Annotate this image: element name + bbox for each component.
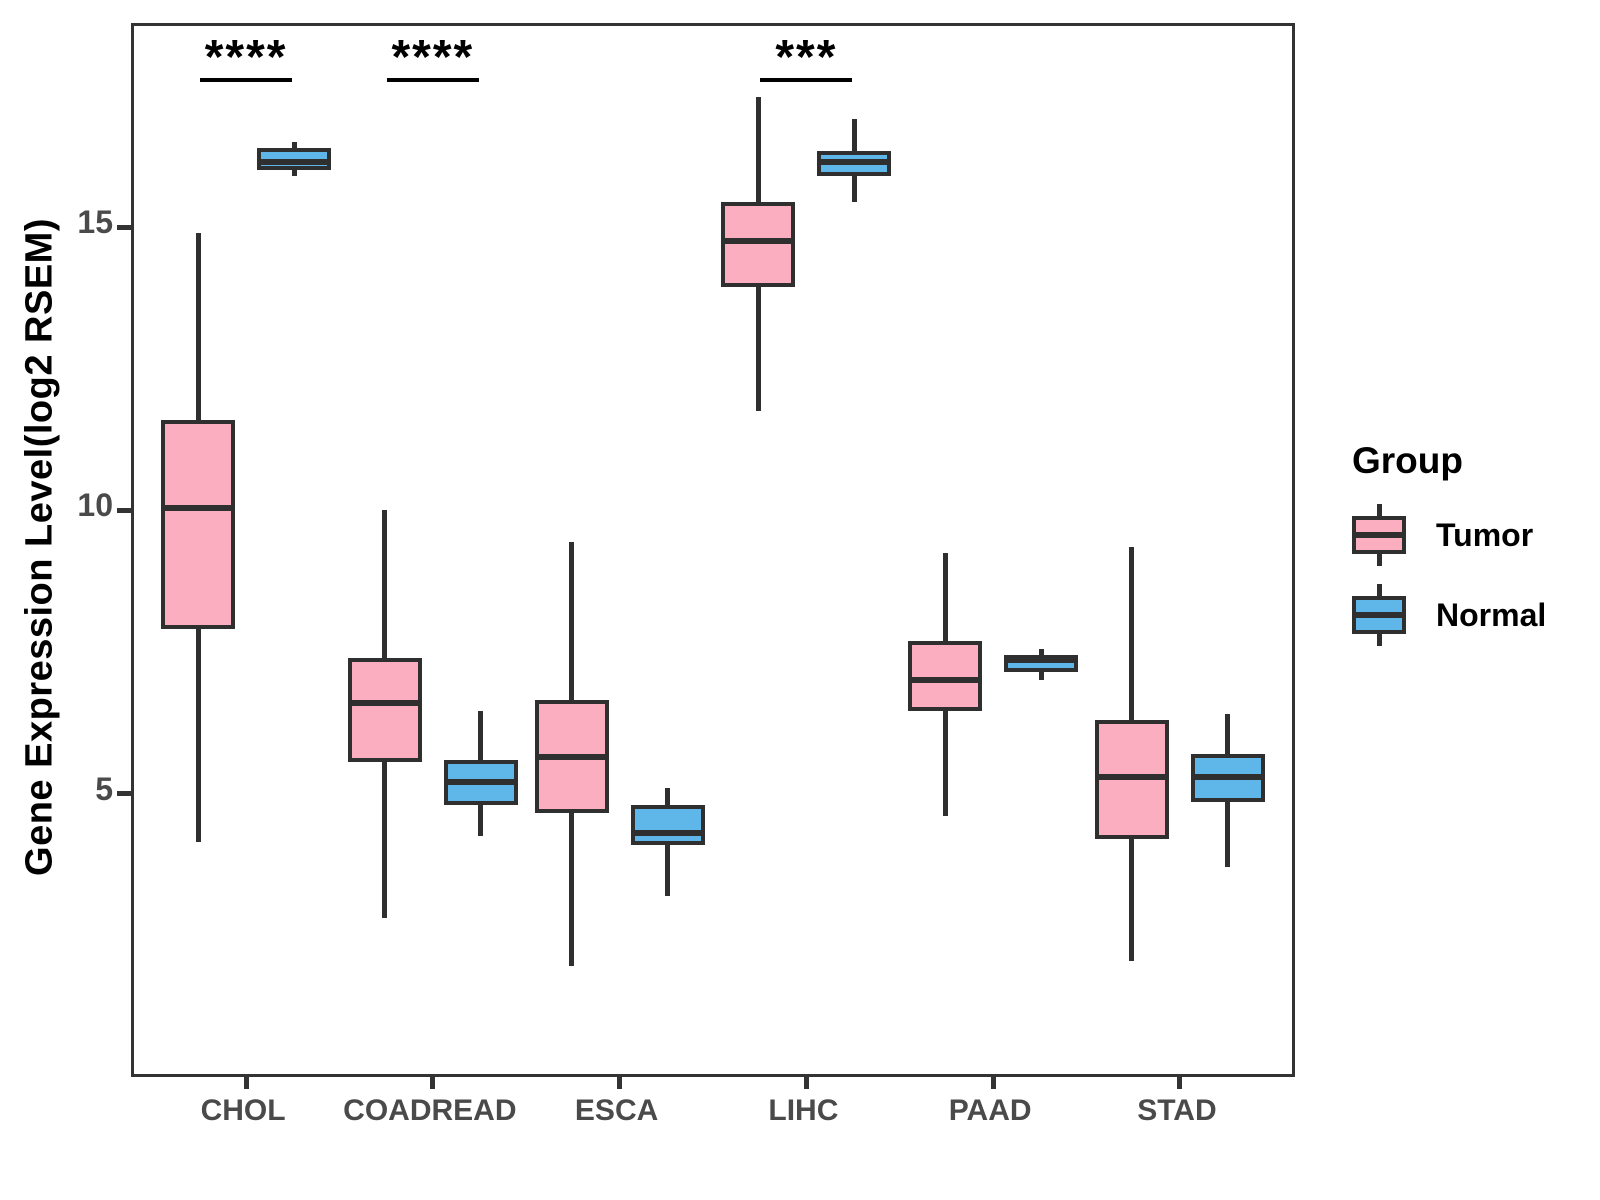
- median-tumor-coadread: [347, 699, 422, 706]
- y-tick-mark: [117, 507, 131, 513]
- whisker-lower-normal-chol: [291, 170, 297, 177]
- whisker-lower-tumor-chol: [195, 629, 201, 842]
- box-tumor-paad: [908, 640, 983, 712]
- whisker-lower-tumor-coadread: [382, 762, 388, 919]
- x-tick-label-lihc: LIHC: [768, 1094, 839, 1127]
- y-tick-mark: [117, 224, 131, 230]
- x-tick-mark: [617, 1074, 623, 1089]
- median-tumor-stad: [1094, 773, 1169, 780]
- x-tick-label-esca: ESCA: [574, 1094, 659, 1127]
- x-tick-mark: [990, 1074, 996, 1089]
- median-normal-stad: [1190, 773, 1265, 780]
- significance-bar-coadread: [386, 78, 479, 83]
- whisker-lower-tumor-lihc: [755, 286, 761, 412]
- y-tick-mark: [117, 791, 131, 797]
- whisker-upper-normal-paad: [1038, 649, 1044, 655]
- tumor-boxplot-key-icon: [1352, 504, 1406, 566]
- legend: Group Tumor Normal: [1352, 440, 1546, 664]
- key-whisker-icon: [1377, 553, 1382, 566]
- x-tick-label-chol: CHOL: [200, 1094, 286, 1127]
- whisker-upper-normal-coadread: [478, 711, 484, 760]
- whisker-lower-tumor-esca: [569, 813, 575, 967]
- x-tick-label-paad: PAAD: [948, 1094, 1032, 1127]
- median-normal-esca: [630, 830, 705, 837]
- x-tick-mark: [430, 1074, 436, 1089]
- legend-title: Group: [1352, 440, 1463, 481]
- normal-boxplot-key-icon: [1352, 584, 1406, 646]
- whisker-upper-tumor-paad: [942, 552, 948, 641]
- plot-panel: ***********: [117, 23, 1295, 1089]
- whisker-lower-normal-esca: [665, 844, 671, 896]
- key-whisker-icon: [1377, 584, 1382, 597]
- key-whisker-icon: [1377, 633, 1382, 646]
- box-tumor-coadread: [347, 657, 422, 763]
- whisker-lower-tumor-paad: [942, 711, 948, 817]
- whisker-lower-normal-lihc: [851, 176, 857, 202]
- significance-label-coadread: ****: [391, 31, 475, 85]
- legend-entry-tumor: Tumor: [1352, 504, 1546, 566]
- box-normal-esca: [630, 804, 705, 845]
- median-normal-coadread: [443, 779, 518, 786]
- median-tumor-chol: [161, 504, 236, 511]
- legend-label-normal: Normal: [1436, 596, 1547, 633]
- key-whisker-icon: [1377, 504, 1382, 517]
- median-normal-lihc: [817, 158, 892, 165]
- x-tick-label-coadread: COADREAD: [343, 1094, 517, 1127]
- median-tumor-lihc: [721, 238, 796, 245]
- y-tick-label: 10: [77, 487, 113, 524]
- significance-label-lihc: ***: [775, 31, 838, 85]
- x-tick-label-stad: STAD: [1137, 1094, 1217, 1127]
- whisker-upper-tumor-chol: [195, 232, 201, 420]
- whisker-upper-tumor-lihc: [755, 96, 761, 202]
- key-median-icon: [1352, 532, 1406, 538]
- key-median-icon: [1352, 612, 1406, 618]
- significance-bar-lihc: [760, 78, 853, 83]
- x-tick-mark: [803, 1074, 809, 1089]
- whisker-lower-normal-paad: [1038, 671, 1044, 681]
- whisker-lower-normal-stad: [1225, 802, 1231, 868]
- x-tick-mark: [1177, 1074, 1183, 1089]
- median-normal-paad: [1004, 657, 1079, 664]
- whisker-upper-normal-lihc: [851, 119, 857, 151]
- whisker-lower-tumor-stad: [1129, 838, 1135, 961]
- legend-label-tumor: Tumor: [1436, 516, 1534, 553]
- whisker-upper-normal-chol: [291, 142, 297, 148]
- whisker-upper-tumor-coadread: [382, 510, 388, 658]
- y-tick-label: 5: [95, 770, 113, 807]
- whisker-upper-tumor-stad: [1129, 547, 1135, 720]
- whisker-lower-normal-coadread: [478, 804, 484, 837]
- median-tumor-paad: [908, 677, 983, 684]
- whisker-upper-normal-stad: [1225, 714, 1231, 754]
- legend-entry-normal: Normal: [1352, 584, 1546, 646]
- median-normal-chol: [257, 158, 332, 165]
- significance-label-chol: ****: [204, 31, 288, 85]
- box-tumor-chol: [161, 419, 236, 630]
- significance-bar-chol: [200, 78, 293, 83]
- whisker-upper-tumor-esca: [569, 541, 575, 701]
- whisker-upper-normal-esca: [665, 787, 671, 805]
- median-tumor-esca: [534, 753, 609, 760]
- x-tick-mark: [243, 1074, 249, 1089]
- y-tick-label: 15: [77, 204, 113, 241]
